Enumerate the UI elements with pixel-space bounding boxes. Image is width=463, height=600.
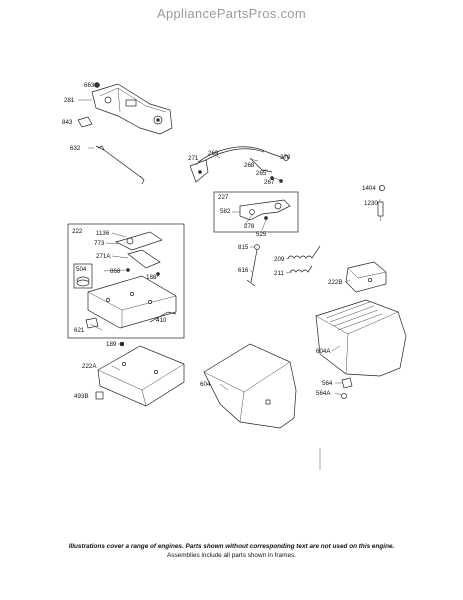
footer-disclaimer: Illustrations cover a range of engines. … [68, 543, 395, 550]
label-267: 267 [264, 179, 275, 186]
part-843-knob [77, 116, 93, 128]
label-269: 269 [208, 150, 219, 157]
label-211: 211 [274, 270, 284, 277]
label-271A: 271A [96, 253, 111, 260]
label-632: 632 [70, 145, 81, 152]
part-cable-assembly [189, 146, 289, 183]
part-222A-bracket [97, 345, 185, 407]
part-209-spring [287, 245, 321, 259]
label-268: 268 [244, 162, 255, 169]
label-663: 663 [84, 82, 95, 89]
label-868: 868 [110, 268, 121, 275]
label-564A: 564A [316, 390, 331, 397]
label-773: 773 [94, 240, 105, 247]
part-number-labels: 663 281 843 632 269 271 268 265 270 267 … [62, 82, 378, 400]
label-222: 222 [72, 228, 83, 235]
part-1230-spark-plug [377, 201, 384, 221]
label-564: 564 [322, 380, 333, 387]
label-222A: 222A [82, 363, 97, 370]
label-525: 525 [256, 231, 267, 238]
part-493B-clip [95, 391, 104, 400]
frame-227 [213, 191, 299, 233]
leader-lines [89, 154, 381, 470]
label-410: 410 [156, 317, 167, 324]
watermark: AppliancePartsPros.com [157, 6, 306, 21]
part-281-control-bracket [91, 83, 173, 135]
part-1404-nut [379, 185, 385, 191]
part-222B-bracket [345, 261, 387, 293]
label-616: 616 [238, 267, 249, 274]
label-278: 278 [244, 223, 255, 230]
label-222B: 222B [328, 279, 342, 286]
label-270: 270 [280, 154, 291, 161]
frame-504 [73, 263, 93, 289]
label-281: 281 [64, 97, 75, 104]
label-504: 504 [76, 266, 87, 273]
label-1136: 1136 [96, 230, 110, 237]
part-604A-shroud [315, 299, 407, 377]
label-271: 271 [188, 155, 199, 162]
label-265: 265 [256, 170, 267, 177]
footer-assembly-note: Assemblies include all parts shown in fr… [167, 552, 296, 559]
part-222-bracket-assembly [85, 231, 177, 329]
label-227: 227 [218, 194, 229, 201]
label-1404: 1404 [362, 185, 376, 192]
part-632-link-rod [95, 145, 145, 185]
label-815: 815 [238, 244, 249, 251]
label-209: 209 [274, 256, 285, 263]
part-616-rod [246, 244, 260, 287]
part-604-blower-housing [203, 343, 297, 429]
part-227-governor-lever [239, 199, 291, 221]
label-188: 188 [146, 274, 157, 281]
part-564-screw [341, 377, 353, 389]
label-493B: 493B [74, 393, 88, 400]
part-504-spring [76, 276, 90, 287]
label-604A: 604A [316, 348, 331, 355]
label-1230: 1230 [364, 200, 378, 207]
label-843: 843 [62, 119, 73, 126]
label-582: 582 [220, 208, 231, 215]
label-604: 604 [200, 381, 211, 388]
label-621: 621 [74, 327, 85, 334]
label-189: 189 [106, 341, 117, 348]
part-564A-screw [341, 393, 347, 399]
frame-222 [67, 223, 185, 339]
part-211-spring [289, 265, 313, 273]
